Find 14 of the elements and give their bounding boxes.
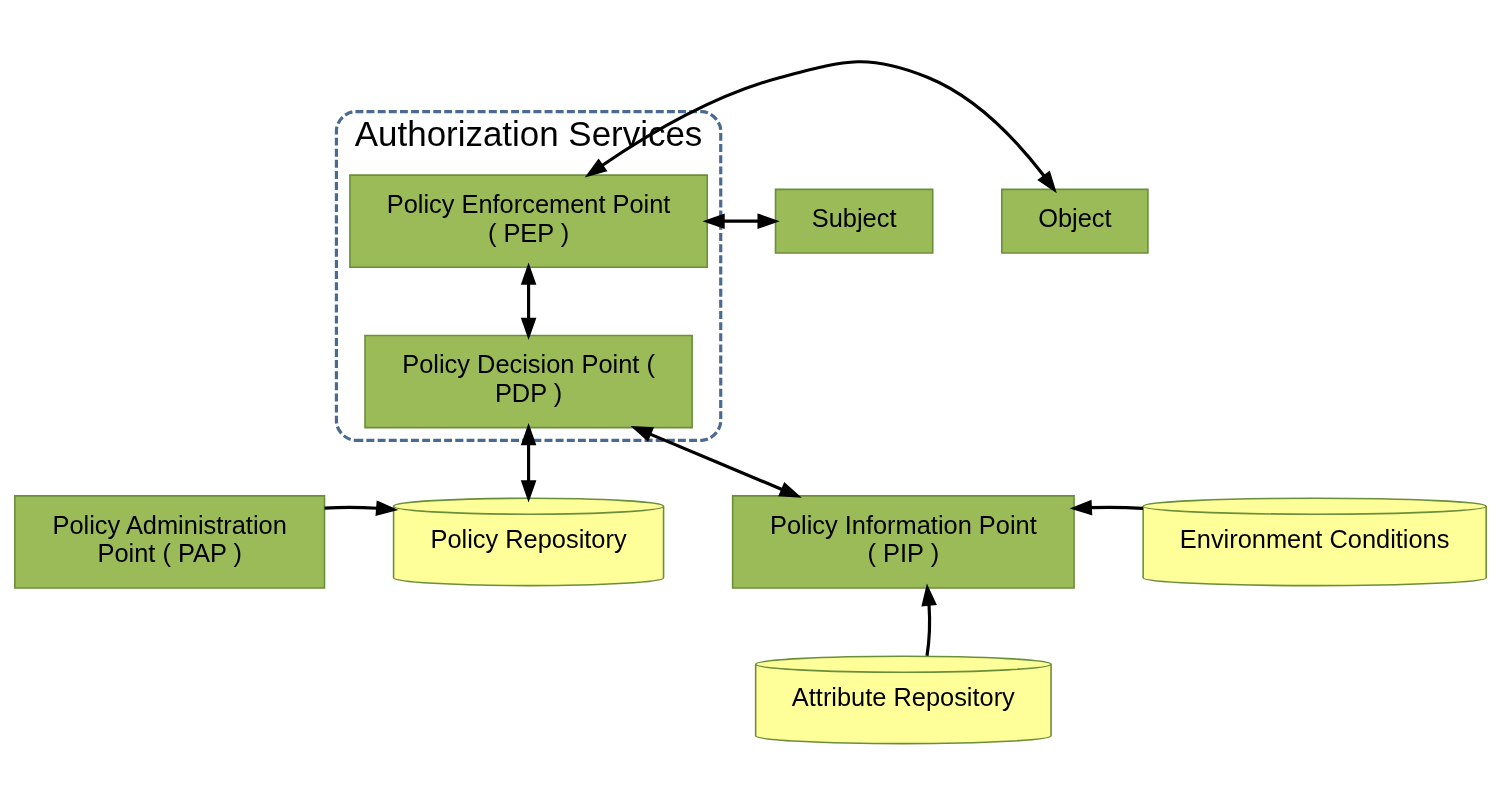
arrow (702, 212, 780, 229)
arrow (921, 583, 937, 656)
node-box: Policy Administration Point ( PAP ) (14, 494, 326, 589)
node-box: Object (1001, 188, 1149, 254)
arrow (1069, 499, 1144, 515)
node-box: Subject (774, 188, 934, 254)
arrow (584, 59, 1057, 193)
node-box: Policy Information Point ( PIP ) (731, 494, 1075, 589)
arrow (630, 425, 802, 498)
node-box: Policy Enforcement Point ( PEP ) (349, 173, 709, 268)
node-box: Policy Decision Point ( PDP ) (364, 334, 693, 428)
arrow (520, 262, 537, 340)
arrow (520, 422, 537, 503)
arrow (324, 499, 399, 516)
